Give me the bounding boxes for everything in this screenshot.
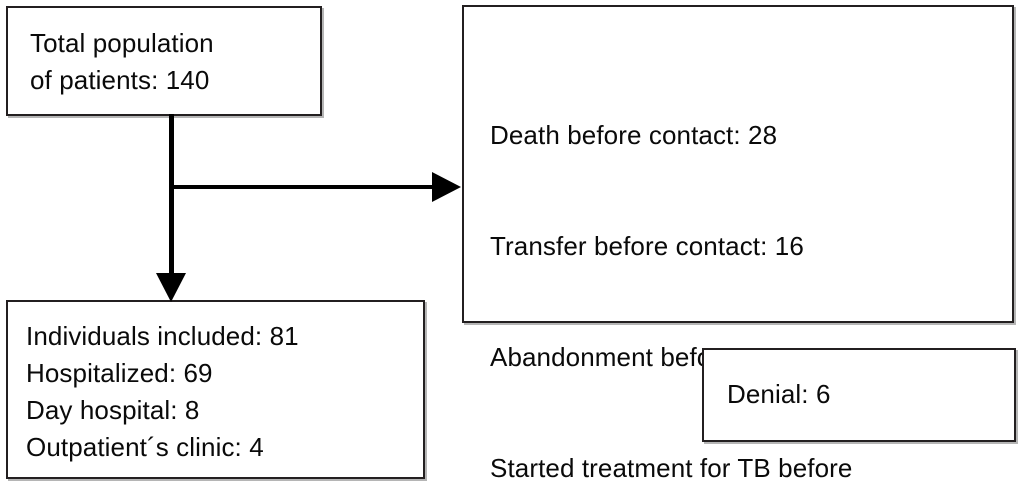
denial-text: Denial: 6 [727, 379, 831, 409]
arrowhead-down-icon [156, 273, 186, 302]
connector-stem-line [169, 114, 174, 282]
exclusion-line-transfer: Transfer before contact: 16 [490, 231, 804, 261]
connector-branch-line [169, 185, 438, 189]
total-population-box: Total population of patients: 140 [6, 6, 322, 116]
arrowhead-right-icon [432, 172, 461, 202]
total-population-text: Total population of patients: 140 [30, 28, 214, 95]
included-box: Individuals included: 81 Hospitalized: 6… [6, 300, 425, 479]
included-text: Individuals included: 81 Hospitalized: 6… [26, 321, 299, 462]
exclusions-box: Death before contact: 28 Transfer before… [462, 5, 1014, 483]
exclusion-line-treatment-before: Started treatment for TB before [490, 453, 853, 483]
denial-box: Denial: 6 [702, 348, 1016, 442]
exclusion-line-death: Death before contact: 28 [490, 120, 778, 150]
exclusions-text: Death before contact: 28 Transfer before… [490, 43, 856, 484]
